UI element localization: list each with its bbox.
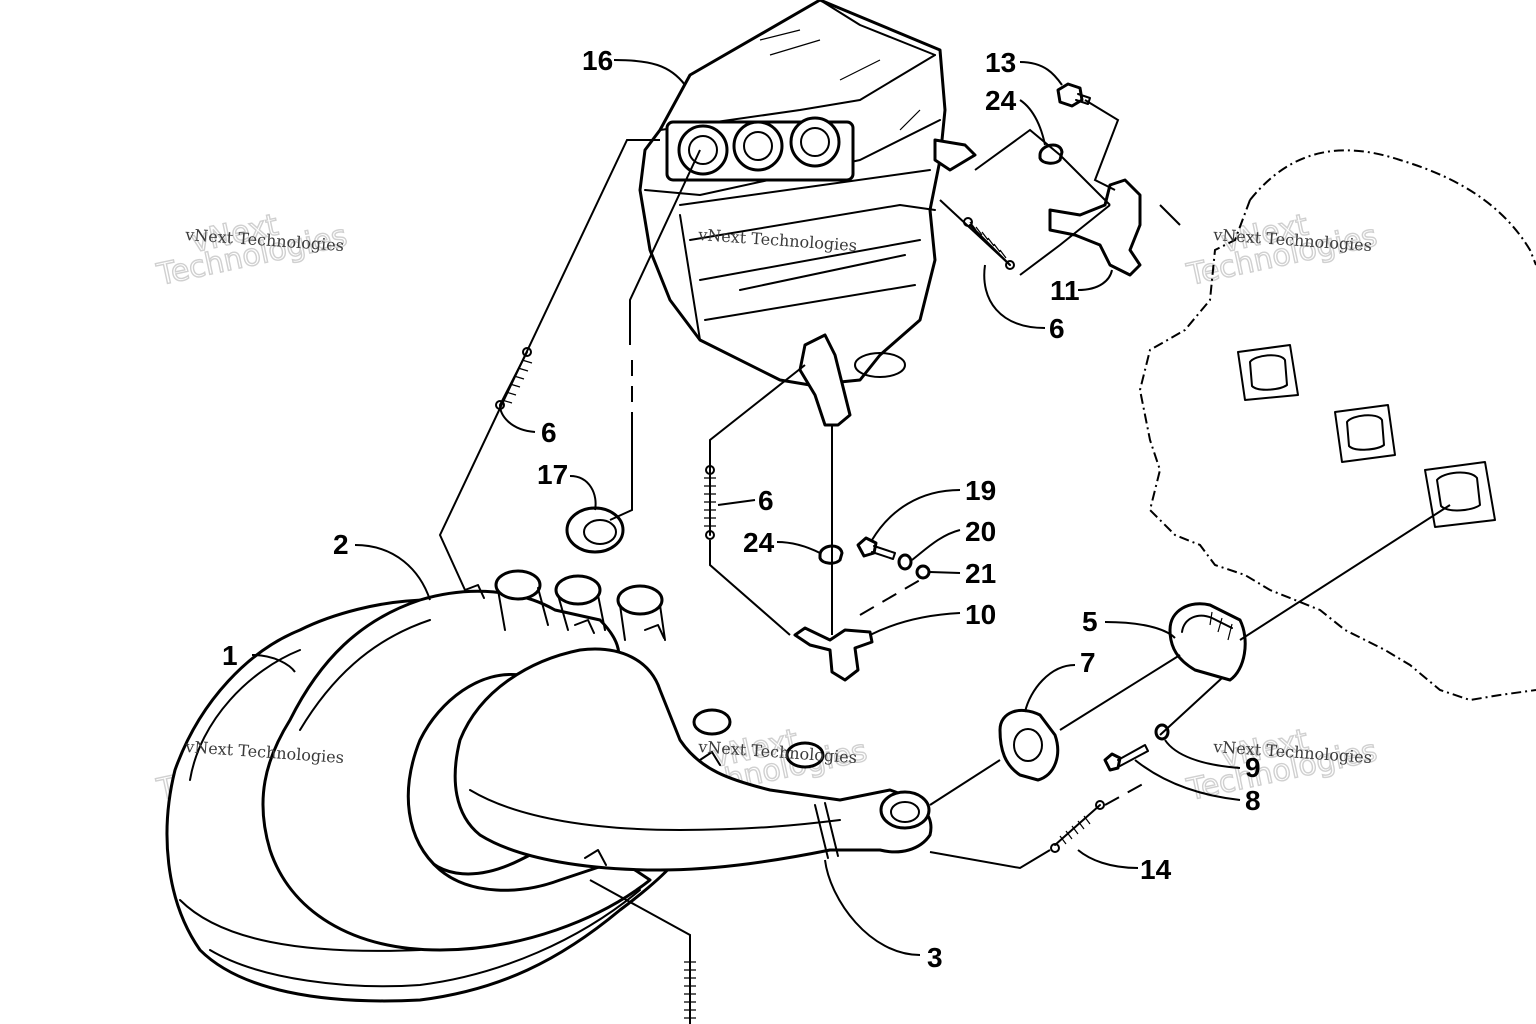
callout-1: 1 bbox=[222, 640, 238, 671]
callout-19: 19 bbox=[965, 475, 996, 506]
exhaust-inlets bbox=[494, 569, 931, 830]
pipe-spring-hooks bbox=[464, 584, 721, 866]
gasket-7 bbox=[998, 709, 1060, 782]
airbox-silencer bbox=[638, 0, 977, 387]
spring-6-middle bbox=[704, 465, 716, 540]
airbox-hook-bracket bbox=[798, 333, 852, 427]
callout-10: 10 bbox=[965, 599, 996, 630]
callout-17: 17 bbox=[537, 459, 568, 490]
engine-outline bbox=[1138, 149, 1536, 702]
washer-20 bbox=[897, 553, 913, 571]
washer-21 bbox=[915, 564, 931, 580]
callout-13: 13 bbox=[985, 47, 1016, 78]
callout-6-middle: 6 bbox=[758, 485, 774, 516]
leader-lines bbox=[251, 59, 1451, 956]
callout-2: 2 bbox=[333, 529, 349, 560]
callout-24-middle: 24 bbox=[743, 527, 775, 558]
callout-labels: 1 2 3 5 6 6 6 7 8 9 10 11 13 14 16 17 19… bbox=[222, 45, 1261, 973]
callout-3: 3 bbox=[927, 942, 943, 973]
callout-8: 8 bbox=[1245, 785, 1261, 816]
seal-ring-17 bbox=[565, 506, 625, 554]
callout-6-left: 6 bbox=[541, 417, 557, 448]
bolt-8 bbox=[1103, 744, 1149, 772]
bolt-13 bbox=[1056, 82, 1091, 108]
callout-7: 7 bbox=[1080, 647, 1096, 678]
callout-21: 21 bbox=[965, 558, 996, 589]
cap-24-top bbox=[1038, 143, 1064, 165]
callout-16: 16 bbox=[582, 45, 613, 76]
spring-bottom bbox=[684, 954, 696, 1024]
callout-20: 20 bbox=[965, 516, 996, 547]
callout-6-right: 6 bbox=[1049, 313, 1065, 344]
spring-14 bbox=[1050, 800, 1105, 853]
callout-11: 11 bbox=[1050, 275, 1080, 306]
callout-14: 14 bbox=[1140, 854, 1172, 885]
bolt-19 bbox=[856, 536, 896, 560]
bracket-10 bbox=[793, 626, 874, 682]
exhaust-pipe-3 bbox=[453, 647, 933, 872]
intake-ports bbox=[665, 116, 855, 182]
callout-5: 5 bbox=[1082, 606, 1098, 637]
clamp-ring-5 bbox=[1168, 602, 1247, 682]
callout-9: 9 bbox=[1245, 752, 1261, 783]
bracket-11 bbox=[1048, 178, 1142, 277]
callout-24-top: 24 bbox=[985, 85, 1017, 116]
